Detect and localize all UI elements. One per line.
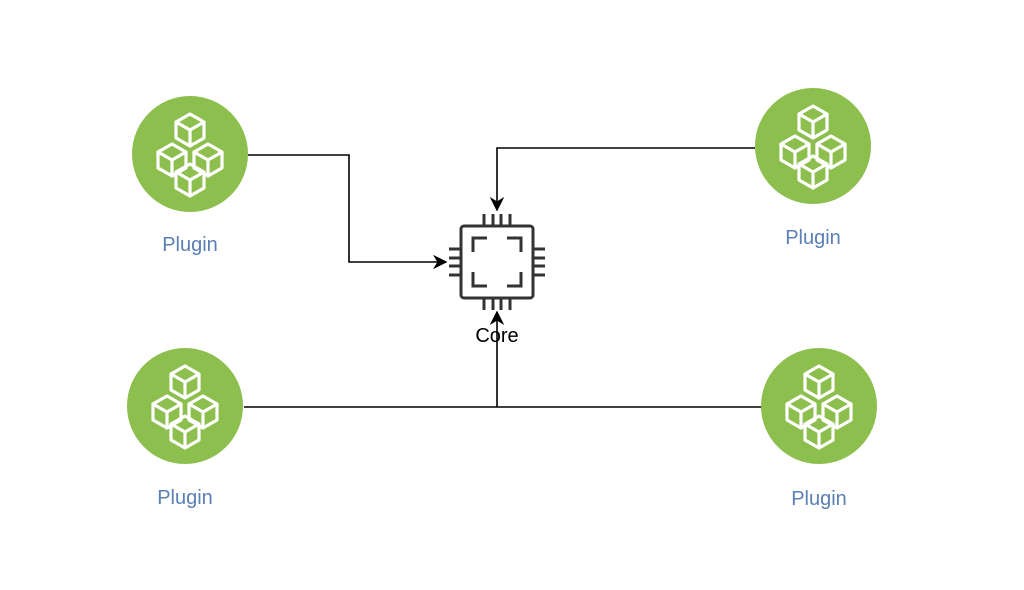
connector-top-left-to-core <box>248 154 448 270</box>
plugin-circle <box>132 96 248 212</box>
plugin-node: Plugin <box>761 348 877 510</box>
connector-top-right-to-core <box>489 147 755 212</box>
core-node: Core <box>449 214 545 347</box>
plugin-circle <box>127 348 243 464</box>
plugin-node: Plugin <box>755 88 871 249</box>
plugin-label: Plugin <box>791 488 847 510</box>
cpu-chip-icon <box>449 214 545 310</box>
plugin-circle <box>761 348 877 464</box>
plugin-label: Plugin <box>785 227 841 249</box>
plugin-node: Plugin <box>132 96 248 256</box>
plugin-circle <box>755 88 871 204</box>
plugin-label: Plugin <box>162 234 218 256</box>
connectors <box>244 147 762 408</box>
plugin-node: Plugin <box>127 348 243 509</box>
core-label: Core <box>475 325 518 347</box>
plugin-label: Plugin <box>157 487 213 509</box>
